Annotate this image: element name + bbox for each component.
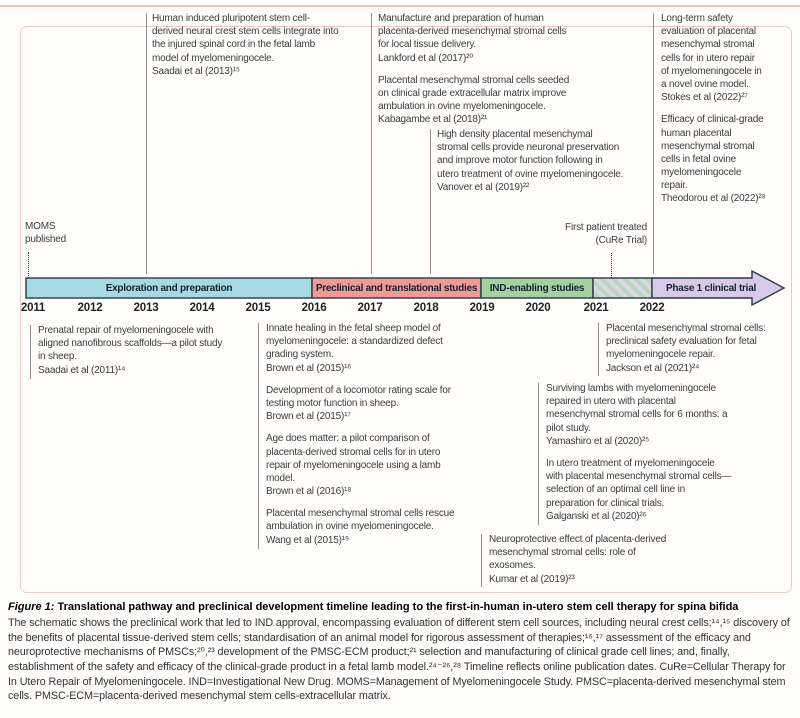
caption-title: Figure 1: Translational pathway and prec… [8,600,796,614]
connector-line-2017 [371,13,372,274]
annotation-vanover: High density placental mesenchymal strom… [437,128,652,194]
study-ref: Brown et al (2015)¹⁷ [266,411,351,423]
year-label: 2012 [77,302,103,314]
study-ref: Kumar et al (2019)²³ [489,573,575,585]
study-ref: Jackson et al (2021)²⁴ [606,362,700,374]
annotation-yamashiro-galganski: Surviving lambs with myelomeningocele re… [546,382,746,523]
annotation-stokes-theodorou: Long-term safety evaluation of placental… [661,12,791,206]
study-ref: Brown et al (2015)¹⁶ [266,362,352,374]
study-ref: Saadai et al (2013)¹⁵ [152,65,240,77]
year-label: 2022 [639,302,665,314]
year-label: 2016 [301,302,327,314]
caption-body: The schematic shows the preclinical work… [8,617,790,703]
annotation-lankford-kabagambe: Manufacture and preparation of human pla… [378,12,613,127]
study-title: Placental mesenchymal stromal cells seed… [378,74,570,113]
annotation-jackson: Placental mesenchymal stromal cells: pre… [606,322,791,375]
phase-label-ind: IND-enabling studies [489,283,585,294]
connector-line-2019b [481,534,482,587]
study-ref: Theodorou et al (2022)²⁸ [661,193,766,205]
year-label: 2020 [525,302,551,314]
study-title: Long-term safety evaluation of placental… [661,13,762,90]
connector-line-2015 [258,323,259,549]
study-ref: Wang et al (2015)¹⁹ [266,534,349,546]
figure-title: Translational pathway and preclinical de… [57,601,739,613]
study-title: Development of a locomotor rating scale … [266,384,451,409]
study-ref: Stokes et al (2022)²⁷ [661,92,748,104]
connector-line-2013 [146,13,147,274]
year-label: 2017 [357,302,383,314]
study-title: Surviving lambs with myelomeningocele re… [546,383,728,434]
phase-segment-transition-hatched [592,277,653,299]
study-title: Placental mesenchymal stromal cells resc… [266,508,455,533]
study-title: High density placental mesenchymal strom… [437,129,624,180]
year-label: 2015 [245,302,271,314]
first-patient-dotted-line [611,253,612,278]
study-title: Age does matter: a pilot comparison of p… [266,433,441,484]
connector-line-2021 [598,323,599,376]
study-title: Manufacture and preparation of human pla… [378,13,567,51]
annotation-kumar: Neuroprotective effect of placenta-deriv… [489,533,699,586]
first-patient-label: First patient treated (CuRe Trial) [565,222,647,246]
phase-label-phase1: Phase 1 clinical trial [665,283,757,294]
study-ref: Vanover et al (2019)²² [437,181,530,193]
connector-line-2019 [430,129,431,274]
year-label: 2013 [133,302,159,314]
figure-caption: Figure 1: Translational pathway and prec… [8,600,796,704]
connector-line-2011 [30,325,31,379]
top-rule [0,5,800,7]
study-ref: Lankford et al (2017)²⁰ [378,52,474,64]
annotation-saadai-2013: Human induced pluripotent stem cell- der… [152,12,380,78]
study-ref: Kabagambe et al (2018)²¹ [378,114,488,126]
year-label: 2011 [20,302,46,314]
phase-segment-phase1-arrow [651,269,786,307]
annotation-brown-wang: Innate healing in the fetal sheep model … [266,322,481,547]
study-title: Placental mesenchymal stromal cells: pre… [606,323,766,361]
study-title: In utero treatment of myelomeningocele w… [546,457,732,509]
phase-label-exploration: Exploration and preparation [105,283,233,294]
study-title: Neuroprotective effect of placenta-deriv… [489,534,667,572]
figure-frame [20,26,792,593]
study-title: Human induced pluripotent stem cell- der… [152,13,339,64]
timeline-bar [25,269,786,307]
study-title: Prenatal repair of myelomeningocele with… [38,325,223,363]
connector-line-2020 [538,383,539,525]
annotation-saadai-2011: Prenatal repair of myelomeningocele with… [38,324,258,377]
study-ref: Galganski et al (2020)²⁶ [546,510,647,522]
year-label: 2014 [189,302,215,314]
moms-dotted-line [28,252,29,278]
year-label: 2018 [413,302,439,314]
study-title: Efficacy of clinical-grade human placent… [661,114,764,192]
connector-line-2022 [653,13,654,274]
year-label: 2021 [583,302,609,314]
year-label: 2019 [469,302,495,314]
figure-label: Figure 1: [8,601,55,613]
study-title: Innate healing in the fetal sheep model … [266,323,443,361]
phase-label-preclinical: Preclinical and translational studies [315,283,478,294]
study-ref: Saadai et al (2011)¹⁴ [38,364,126,376]
study-ref: Brown et al (2016)¹⁸ [266,486,352,498]
study-ref: Yamashiro et al (2020)²⁵ [546,435,650,447]
moms-published-label: MOMS published [25,221,67,245]
